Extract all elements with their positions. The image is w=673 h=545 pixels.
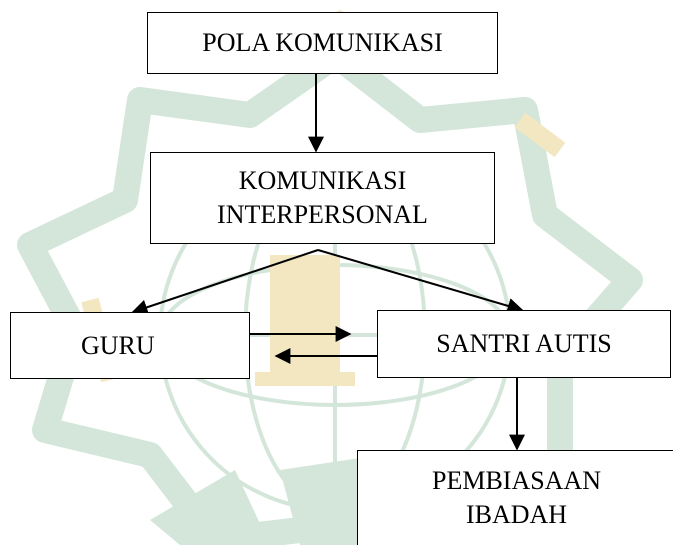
- komunikasi-interpersonal-label-line-1: KOMUNIKASI: [238, 166, 407, 195]
- guru-label: GURU: [81, 330, 155, 360]
- arrow-komunikasi-to-santri: [317, 249, 524, 314]
- pola-komunikasi-label: POLA KOMUNIKASI: [202, 28, 443, 57]
- pola-komunikasi-box: POLA KOMUNIKASI: [147, 12, 498, 74]
- komunikasi-interpersonal-label-line-2: INTERPERSONAL: [217, 200, 428, 229]
- pembiasaan-ibadah-label-line-2: IBADAH: [465, 499, 568, 529]
- guru-box: GURU: [10, 312, 250, 379]
- arrow-komunikasi-to-guru: [131, 249, 319, 316]
- pembiasaan-ibadah-box: PEMBIASAAN IBADAH: [357, 450, 673, 545]
- santri-autis-box: SANTRI AUTIS: [377, 310, 671, 378]
- pembiasaan-ibadah-label-line-1: PEMBIASAAN: [431, 465, 602, 495]
- santri-autis-label: SANTRI AUTIS: [436, 329, 612, 358]
- komunikasi-interpersonal-box: KOMUNIKASI INTERPERSONAL: [150, 152, 495, 244]
